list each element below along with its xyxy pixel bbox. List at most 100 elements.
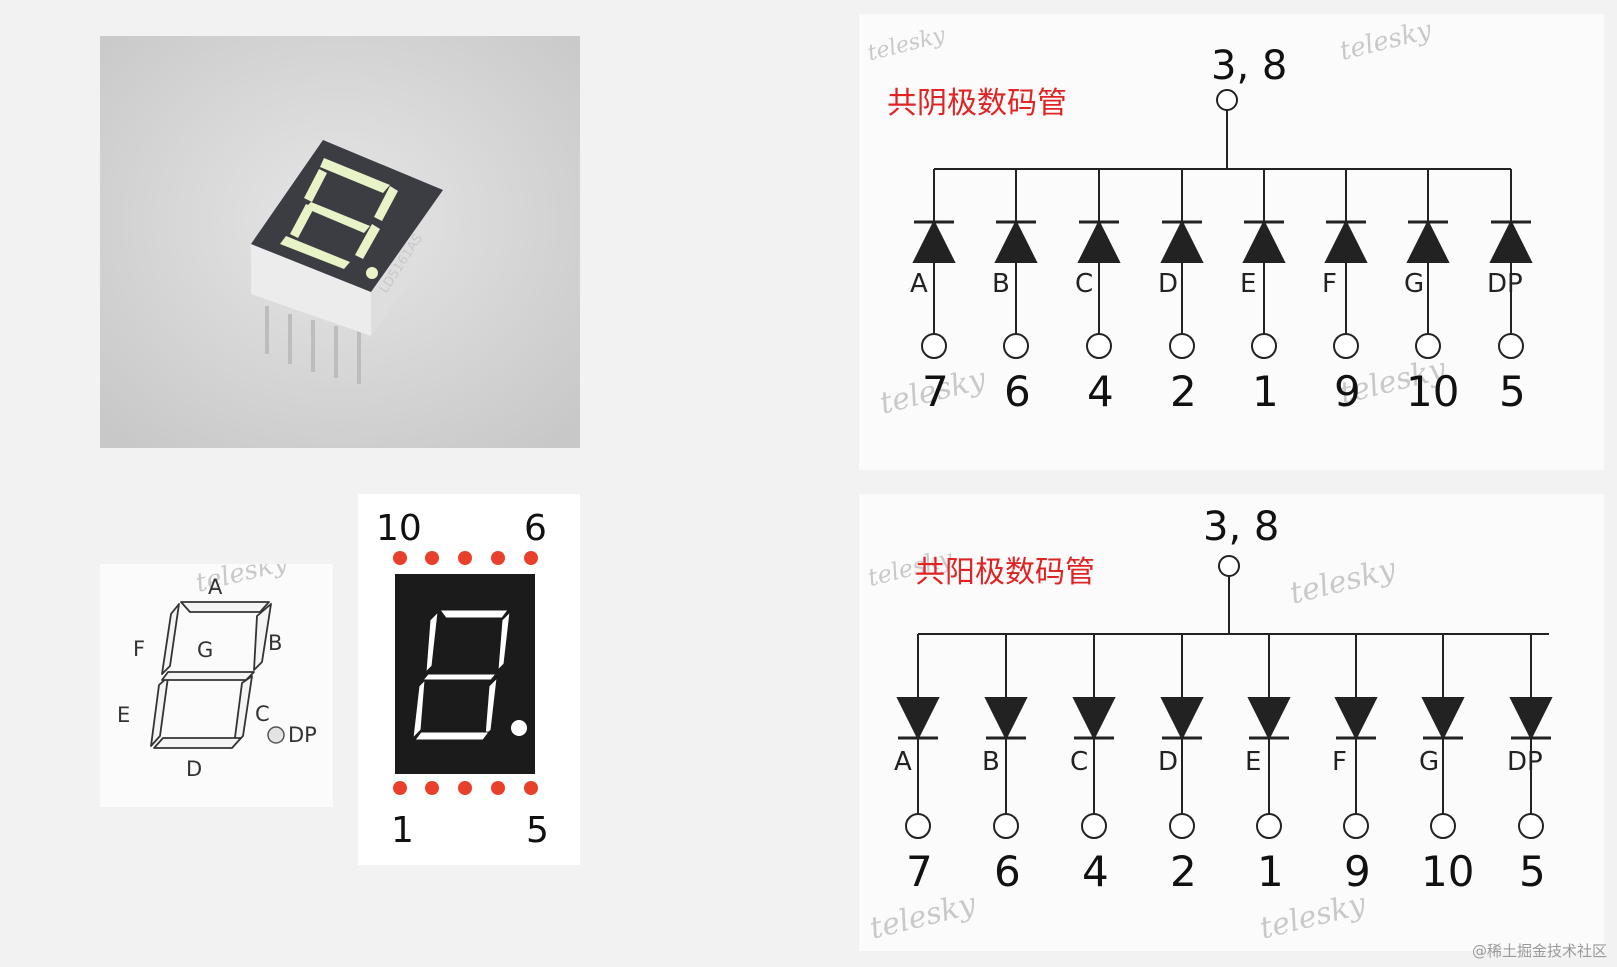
- diode-dp: [1509, 697, 1553, 741]
- segment-label: C: [1075, 269, 1093, 299]
- pin-terminal: [1498, 333, 1524, 359]
- pin-dot: [425, 551, 439, 565]
- common-terminal: [1218, 555, 1240, 577]
- decimal-point: [511, 720, 527, 736]
- diode-a: [912, 219, 956, 263]
- pin-terminal: [905, 813, 931, 839]
- segment-label: E: [1240, 269, 1256, 299]
- cathode-common-pins: 3, 8: [1211, 43, 1287, 89]
- pin-terminal: [1169, 813, 1195, 839]
- diode-f: [1324, 219, 1368, 263]
- pin-terminal: [1251, 333, 1277, 359]
- pin-number: 5: [1499, 367, 1526, 416]
- pin-number: 9: [1334, 367, 1361, 416]
- cathode-circuit: 共阴极数码管 3, 8 A 7 B 6 C 4 D 2 E 1 F 9 G 10 DP 5: [887, 43, 1533, 416]
- diode-g: [1421, 697, 1465, 741]
- segment-label: C: [1070, 747, 1088, 777]
- pin-dot: [524, 781, 538, 795]
- pin-number: 10: [1406, 367, 1459, 416]
- diode-a: [896, 697, 940, 741]
- pin-number: 4: [1087, 367, 1114, 416]
- segment-label-d: D: [186, 757, 202, 781]
- pin-terminal: [1086, 333, 1112, 359]
- pin-dot: [393, 551, 407, 565]
- segment-outline-drawing: A B C D E F G DP: [117, 575, 317, 781]
- segment-label-g: G: [197, 638, 213, 662]
- pin-number: 9: [1344, 847, 1371, 896]
- pin-number: 6: [1004, 367, 1031, 416]
- cathode-title: 共阴极数码管: [887, 86, 1067, 121]
- segment-layout-diagram: telesky A B C D E F G DP: [100, 564, 333, 807]
- pin-terminal: [921, 333, 947, 359]
- display-photo-drawing: LD5161AS: [100, 36, 580, 448]
- diode-g: [1406, 219, 1450, 263]
- segment-label: F: [1332, 747, 1347, 777]
- segment-label: E: [1245, 747, 1261, 777]
- pin-terminal: [1430, 813, 1456, 839]
- segment-label-c: C: [255, 702, 270, 726]
- pin-dot: [491, 551, 505, 565]
- segment-label-e: E: [117, 703, 130, 727]
- pin-label-bottom-left: 1: [391, 810, 414, 851]
- pin-number: 7: [922, 367, 949, 416]
- pin-terminal: [1169, 333, 1195, 359]
- segment-label-b: B: [268, 631, 282, 655]
- pin-terminal: [1003, 333, 1029, 359]
- pin-label-top-left: 10: [376, 508, 422, 549]
- segment-label: A: [910, 269, 928, 299]
- segment-label: F: [1322, 269, 1337, 299]
- common-terminal: [1216, 89, 1238, 111]
- pin-terminal: [1333, 333, 1359, 359]
- segment-label: B: [992, 269, 1010, 299]
- pin-number: 10: [1421, 847, 1474, 896]
- pin-dots: [393, 551, 538, 795]
- pinout-segment: [414, 731, 490, 741]
- common-anode-schematic: telesky telesky telesky telesky 共阳极数码管 3…: [859, 494, 1604, 951]
- pin-dot: [458, 551, 472, 565]
- pin-number: 6: [994, 847, 1021, 896]
- segment-label: D: [1158, 747, 1178, 777]
- pin-number: 2: [1170, 847, 1197, 896]
- pin-dot: [524, 551, 538, 565]
- pin-number: 4: [1082, 847, 1109, 896]
- diode-d: [1160, 219, 1204, 263]
- pin-dot: [393, 781, 407, 795]
- pinout-drawing: 10 6 1 5: [376, 508, 549, 851]
- segment-label: D: [1158, 269, 1178, 299]
- diode-b: [984, 697, 1028, 741]
- diode-b: [994, 219, 1038, 263]
- pin-label-bottom-right: 5: [526, 810, 549, 851]
- pin-terminal: [1081, 813, 1107, 839]
- pin-number: 5: [1519, 847, 1546, 896]
- pin-number: 1: [1257, 847, 1284, 896]
- segment-label: DP: [1487, 269, 1523, 299]
- pin-dot: [458, 781, 472, 795]
- diode-d: [1160, 697, 1204, 741]
- segment-label: G: [1404, 269, 1424, 299]
- pin-terminal: [993, 813, 1019, 839]
- common-cathode-schematic: telesky telesky telesky telesky 共阴极数码管 3…: [859, 14, 1604, 470]
- display-photo-segments: [280, 158, 398, 279]
- pin-terminal: [1518, 813, 1544, 839]
- pin-number: 1: [1252, 367, 1279, 416]
- segment-label: G: [1419, 747, 1439, 777]
- footer-credit: @稀土掘金技术社区: [1471, 942, 1607, 960]
- diode-c: [1072, 697, 1116, 741]
- pin-number: 7: [906, 847, 933, 896]
- pinout-segment: [425, 610, 439, 674]
- diode-e: [1247, 697, 1291, 741]
- diode-c: [1077, 219, 1121, 263]
- diode-dp: [1489, 219, 1533, 263]
- segment-label: A: [894, 747, 912, 777]
- pin-label-top-right: 6: [524, 508, 547, 549]
- pinout-segment: [439, 609, 509, 619]
- pin-terminal: [1415, 333, 1441, 359]
- pin-dot: [425, 781, 439, 795]
- anode-common-pins: 3, 8: [1203, 504, 1279, 550]
- segment-label: DP: [1507, 747, 1543, 777]
- segment-label-dp: DP: [288, 723, 317, 747]
- pinout-diagram: 10 6 1 5: [358, 494, 580, 865]
- pin-number: 2: [1170, 367, 1197, 416]
